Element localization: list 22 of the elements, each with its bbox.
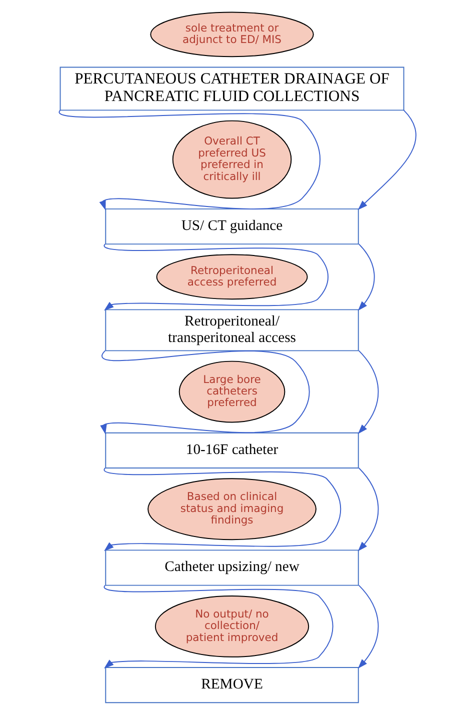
node-box: PERCUTANEOUS CATHETER DRAINAGE OF PANCREATIC FLUID COLLECTIONS	[59, 66, 404, 111]
node-box: Catheter upsizing/ new	[104, 550, 358, 586]
node-box: 10-16F catheter	[104, 432, 358, 468]
arrow	[357, 584, 378, 669]
arrow	[59, 110, 320, 210]
node-ellipse: Overall CT preferred US preferred in critically ill	[172, 120, 292, 199]
arrow	[104, 468, 341, 552]
arrow	[357, 110, 416, 210]
arrow	[100, 350, 310, 434]
arrow	[357, 244, 374, 311]
node-ellipse: Based on clinical status and imaging findings	[147, 478, 316, 540]
node-ellipse: sole treatment or adjunct to ED/ MIS	[150, 12, 314, 58]
arrow	[357, 350, 378, 434]
node-box: REMOVE	[104, 667, 358, 704]
node-ellipse: Large bore catheters preferred	[178, 360, 285, 423]
node-box: US/ CT guidance	[104, 208, 358, 245]
arrow	[357, 468, 378, 552]
node-ellipse: No output/ no collection/ patient improved	[154, 595, 309, 658]
node-box: Retroperitoneal/ transperitoneal access	[104, 309, 358, 352]
node-ellipse: Retroperitoneal access preferred	[156, 254, 308, 300]
arrow	[104, 244, 328, 311]
arrow	[104, 584, 333, 668]
